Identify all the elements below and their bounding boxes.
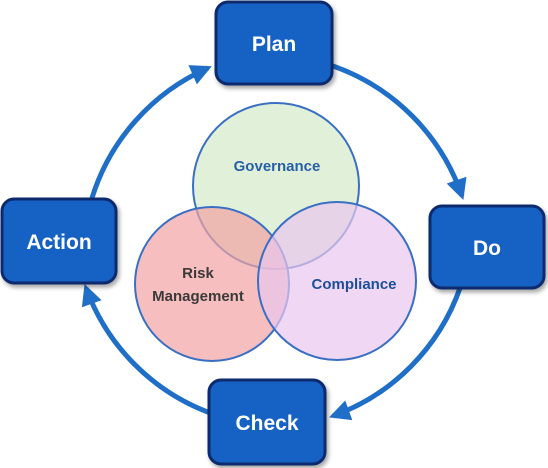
compliance-circle <box>257 201 417 361</box>
action-label: Action <box>26 231 91 254</box>
check-label: Check <box>235 412 298 435</box>
risk-management-label-line2: Management <box>152 288 244 305</box>
check-box: Check <box>207 378 327 466</box>
risk-management-label-line1: Risk <box>182 265 214 282</box>
venn-diagram: Governance Risk Management Compliance <box>134 102 417 362</box>
plan-label: Plan <box>252 33 296 56</box>
arrow-plan-to-do <box>332 63 467 200</box>
plan-box: Plan <box>214 0 334 86</box>
action-box: Action <box>0 197 118 285</box>
arrow-action-to-plan <box>89 65 212 199</box>
arrow-do-to-check <box>329 287 463 421</box>
governance-label: Governance <box>234 158 321 175</box>
compliance-label: Compliance <box>311 276 396 293</box>
arrow-check-to-action <box>81 284 214 417</box>
do-box: Do <box>428 204 546 290</box>
check-box-rect <box>207 378 327 466</box>
do-label: Do <box>473 237 501 260</box>
cycle-arrows <box>81 63 467 421</box>
do-box-rect <box>428 204 546 290</box>
action-box-rect <box>0 197 118 285</box>
plan-box-rect <box>214 0 334 86</box>
